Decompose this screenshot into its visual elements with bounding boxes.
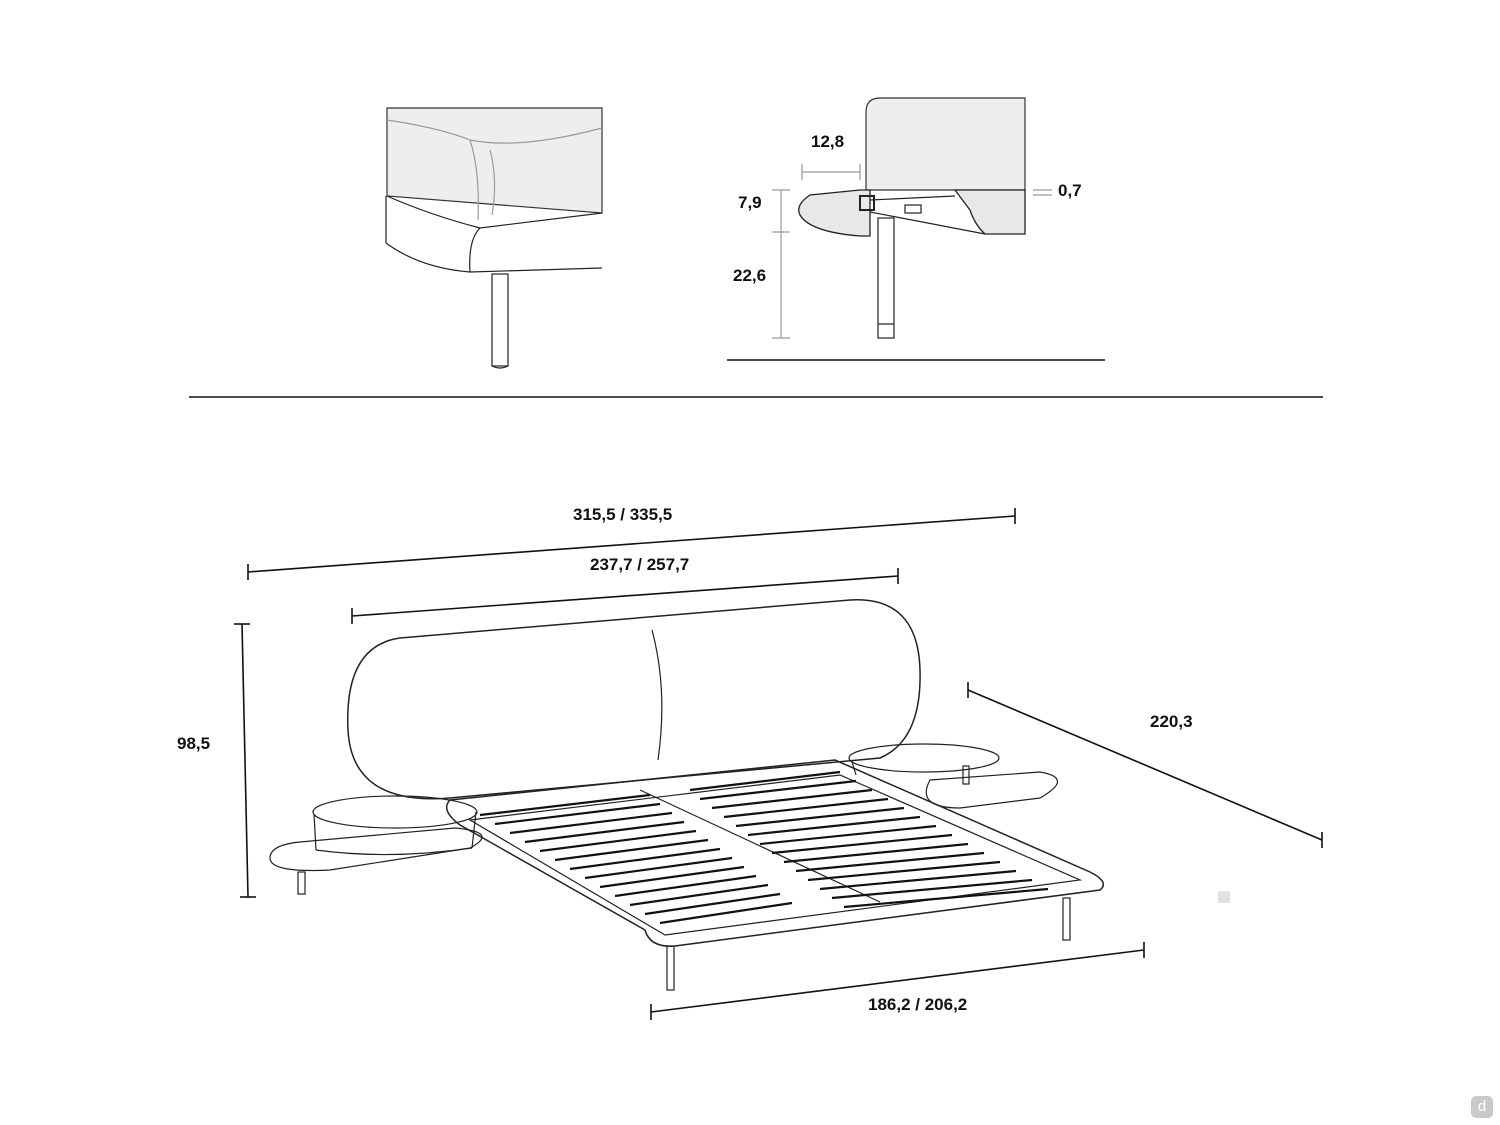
right-side-drawer-top <box>848 743 1000 773</box>
mattress-section <box>865 97 1026 191</box>
small-marker <box>1218 891 1230 903</box>
section-leg <box>877 217 895 339</box>
watermark-badge: d <box>1471 1096 1493 1118</box>
right-side-shelf <box>925 771 1059 809</box>
headboard-width-label: 237,7 / 257,7 <box>590 555 689 574</box>
height-label: 98,5 <box>177 734 210 753</box>
left-side-drawer-top <box>312 795 478 829</box>
bed-frame <box>445 759 1105 947</box>
front-left-leg <box>666 945 675 991</box>
slats <box>479 770 1049 925</box>
bed-width-label: 186,2 / 206,2 <box>868 995 967 1014</box>
left-leg <box>297 871 306 895</box>
headboard <box>347 599 921 800</box>
depth-label: 220,3 <box>1150 712 1193 731</box>
bed-isometric-view: 315,5 / 335,5 237,7 / 257,7 98,5 220,3 1… <box>177 505 1323 1020</box>
rail-height-label: 7,9 <box>738 193 762 212</box>
leg-height-label: 22,6 <box>733 266 766 285</box>
right-table-leg <box>962 765 970 785</box>
front-right-leg <box>1062 897 1071 941</box>
frame-profile <box>798 189 871 237</box>
rail-width-label: 12,8 <box>811 132 844 151</box>
bed-leg <box>491 273 509 367</box>
overall-width-label: 315,5 / 335,5 <box>573 505 672 524</box>
left-side-shelf <box>269 827 483 872</box>
corner-detail-view <box>385 107 603 369</box>
section-detail-view: 12,8 7,9 22,6 0,7 <box>727 97 1105 361</box>
gap-label: 0,7 <box>1058 181 1082 200</box>
